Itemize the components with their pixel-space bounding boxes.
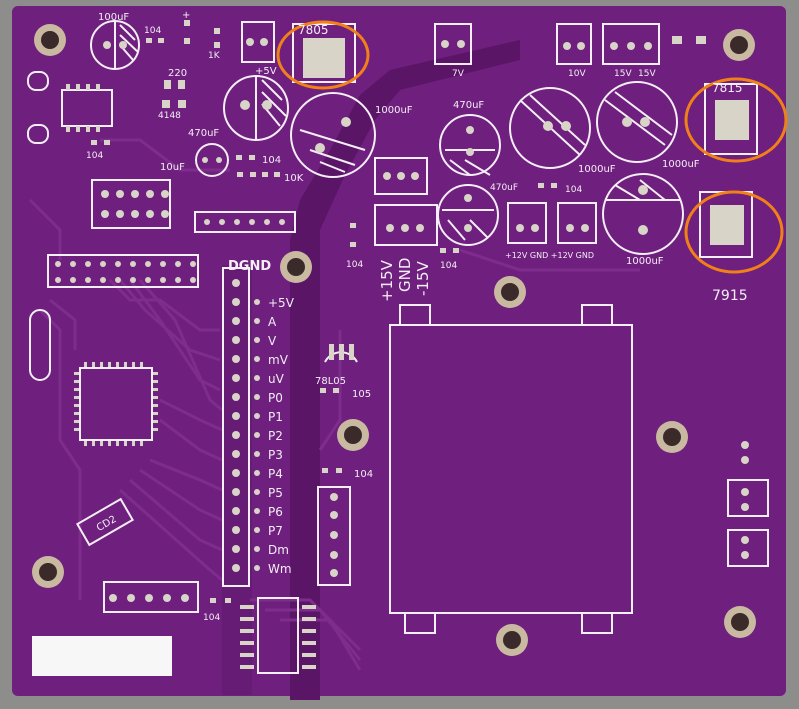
pin-label: V <box>268 334 277 348</box>
label-cap-1000uf-a: 1000uF <box>375 105 413 116</box>
label-4148: 4148 <box>158 111 181 121</box>
transformer-outline <box>389 304 633 634</box>
pin-label: P3 <box>268 448 283 462</box>
label-15v-b: 15V <box>638 69 656 79</box>
mounting-hole <box>724 606 756 638</box>
label-104-h: 104 <box>354 469 373 480</box>
regulator-pads <box>303 38 749 245</box>
label-15v-a: 15V <box>614 69 632 79</box>
mounting-holes <box>32 24 756 656</box>
header-pads <box>55 190 338 602</box>
label-minus15v: -15V <box>414 261 432 296</box>
screw-terminals <box>241 21 769 567</box>
cap-1000uf-lower <box>602 173 684 255</box>
cap-pads <box>103 41 650 235</box>
label-box <box>32 636 172 676</box>
pin-label: P4 <box>268 467 283 481</box>
mounting-hole <box>280 251 312 283</box>
cap-hatching <box>114 21 680 241</box>
label-105: 105 <box>352 389 371 400</box>
label-cap-100uf: 100uF <box>98 12 129 23</box>
highlight-7805 <box>276 20 370 90</box>
mounting-hole <box>32 556 64 588</box>
label-7915: 7915 <box>712 288 748 304</box>
label-104-c: 104 <box>565 185 582 195</box>
label-10k: 10K <box>284 173 304 184</box>
label-plus: + <box>182 10 190 21</box>
mounting-hole <box>494 276 526 308</box>
to92-pads <box>329 344 354 360</box>
pin-label: A <box>268 315 277 329</box>
mounting-hole <box>656 421 688 453</box>
label-cap-10uf: 10uF <box>160 162 185 173</box>
silkscreen-text: 100uF 104 + 220 1K 4148 +5V 7805 7V 10V … <box>86 10 748 623</box>
cap-1000uf-mid <box>509 87 591 169</box>
pin-label: Wm <box>268 562 292 576</box>
label-12v-supply: +12V GND +12V GND <box>505 251 594 260</box>
pin-label: P1 <box>268 410 283 424</box>
label-10v: 10V <box>568 69 586 79</box>
pin-label: P5 <box>268 486 283 500</box>
label-104-bottom: 104 <box>203 613 220 623</box>
label-7815: 7815 <box>712 81 743 95</box>
cap-1000uf-right <box>596 81 678 163</box>
label-7v: 7V <box>452 69 465 79</box>
label-cap-470uf-a: 470uF <box>453 100 484 111</box>
cap-1000uf-left <box>290 92 376 178</box>
label-104-top: 104 <box>144 26 161 36</box>
copper-traces <box>28 138 640 671</box>
label-104-d: 104 <box>262 155 281 166</box>
mounting-hole <box>34 24 66 56</box>
label-1k: 1K <box>208 51 221 61</box>
label-104-left: 104 <box>86 151 103 161</box>
qfp-microcontroller <box>74 362 158 446</box>
dgnd-header-pads <box>232 279 260 572</box>
soic-chip <box>61 84 113 132</box>
pin-label: P6 <box>268 505 283 519</box>
mounting-hole <box>723 29 755 61</box>
pin-label: Dm <box>268 543 289 557</box>
terminal-pads <box>246 38 749 559</box>
highlight-7915 <box>684 190 784 274</box>
pin-label: +5V <box>268 296 295 310</box>
smd-pads <box>91 20 706 603</box>
label-cap-470uf-b: 470uF <box>188 128 219 139</box>
cap-10uf <box>195 143 229 177</box>
pin-label: P2 <box>268 429 283 443</box>
pin-label: P0 <box>268 391 283 405</box>
label-104-f: 104 <box>440 261 457 271</box>
label-7805: 7805 <box>298 23 329 37</box>
highlight-7815 <box>684 77 788 163</box>
label-gnd: GND <box>396 258 414 292</box>
label-104-e: 104 <box>346 260 363 270</box>
pcb-board <box>12 6 786 696</box>
pin-label: uV <box>268 372 285 386</box>
label-cap-1000uf-c: 1000uF <box>662 159 700 170</box>
label-plus15v: +15V <box>378 259 396 302</box>
label-cap-1000uf-b: 1000uF <box>578 164 616 175</box>
label-dgnd: DGND <box>228 259 271 274</box>
ground-pour-divider <box>290 40 520 700</box>
label-cap-1000uf-d: 1000uF <box>626 256 664 267</box>
pin-label: P7 <box>268 524 283 538</box>
pin-label: mV <box>268 353 289 367</box>
mounting-hole <box>337 419 369 451</box>
label-cap-470uf-c: 470uF <box>490 183 518 193</box>
label-78l05: 78L05 <box>315 376 346 387</box>
label-plus5v: +5V <box>255 66 277 77</box>
bottom-soic-pads <box>240 605 316 669</box>
highlight-rings <box>276 20 788 274</box>
mounting-hole <box>496 624 528 656</box>
left-components <box>27 71 351 674</box>
label-220: 220 <box>168 68 187 79</box>
